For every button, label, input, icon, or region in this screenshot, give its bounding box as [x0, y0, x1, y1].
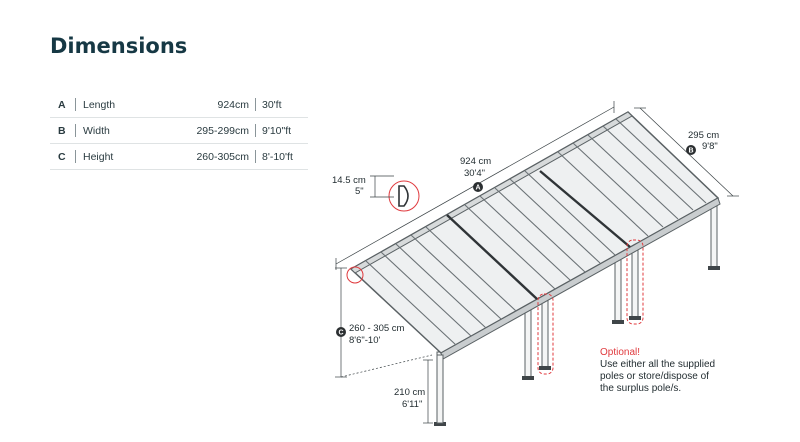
- optional-note-line: poles or store/dispose of: [600, 371, 709, 382]
- row-letter: B: [58, 125, 66, 137]
- row-letter: A: [58, 99, 66, 111]
- height-ft-label: 8'6"-10': [349, 335, 380, 346]
- detail-in-label: 5": [355, 186, 364, 197]
- post-ft-label: 6'11": [402, 399, 422, 410]
- divider: [75, 150, 76, 163]
- row-ft: 9'10"ft: [262, 125, 292, 137]
- row-name: Width: [83, 125, 110, 137]
- height-dimension: [335, 267, 433, 378]
- table-row: A Length 924cm 30'ft: [50, 92, 308, 118]
- roof-purlins: [365, 118, 707, 346]
- front-post: [436, 354, 444, 424]
- divider: [75, 98, 76, 111]
- post-dimension: [423, 359, 433, 424]
- row-letter: C: [58, 151, 66, 163]
- optional-note-title: Optional!: [600, 347, 640, 358]
- length-ft-label: 30'4": [464, 168, 485, 179]
- row-name: Height: [83, 151, 114, 163]
- divider: [255, 98, 256, 111]
- optional-note-line: Use either all the supplied: [600, 359, 715, 370]
- table-row: B Width 295-299cm 9'10"ft: [50, 118, 308, 144]
- width-ft-label: 9'8": [702, 141, 718, 152]
- optional-note-line: the surplus pole/s.: [600, 383, 681, 394]
- badge-b-letter: B: [689, 148, 694, 155]
- row-ft: 30'ft: [262, 99, 282, 111]
- width-cm-label: 295 cm: [688, 130, 719, 141]
- badge-c-letter: C: [339, 330, 344, 337]
- divider: [75, 124, 76, 137]
- row-cm: 295-299cm: [196, 125, 249, 137]
- row-name: Length: [83, 99, 116, 111]
- optional-pole-markers: [537, 239, 644, 375]
- table-row: C Height 260-305cm 8'-10'ft: [50, 144, 308, 170]
- badge-c: [336, 327, 346, 337]
- gutter-profile-icon: [398, 185, 409, 207]
- page-title: Dimensions: [50, 34, 188, 58]
- divider: [255, 124, 256, 137]
- row-cm: 924cm: [217, 99, 249, 111]
- roof-frame: [349, 111, 721, 360]
- badge-a: [473, 182, 483, 192]
- height-cm-label: 260 - 305 cm: [349, 323, 405, 334]
- post-cm-label: 210 cm: [394, 387, 425, 398]
- post-bases: [434, 266, 720, 426]
- row-cm: 260-305cm: [196, 151, 249, 163]
- length-cm-label: 924 cm: [460, 156, 491, 167]
- gutter-detail-marker: [388, 180, 420, 212]
- detail-cm-label: 14.5 cm: [332, 175, 366, 186]
- badge-b: [686, 145, 696, 155]
- row-ft: 8'-10'ft: [262, 151, 293, 163]
- corner-detail-marker: [346, 266, 364, 284]
- divider: [255, 150, 256, 163]
- badge-a-letter: A: [476, 185, 481, 192]
- detail-dimension: [370, 175, 394, 198]
- dimensions-table: A Length 924cm 30'ft B Width 295-299cm 9…: [50, 92, 308, 170]
